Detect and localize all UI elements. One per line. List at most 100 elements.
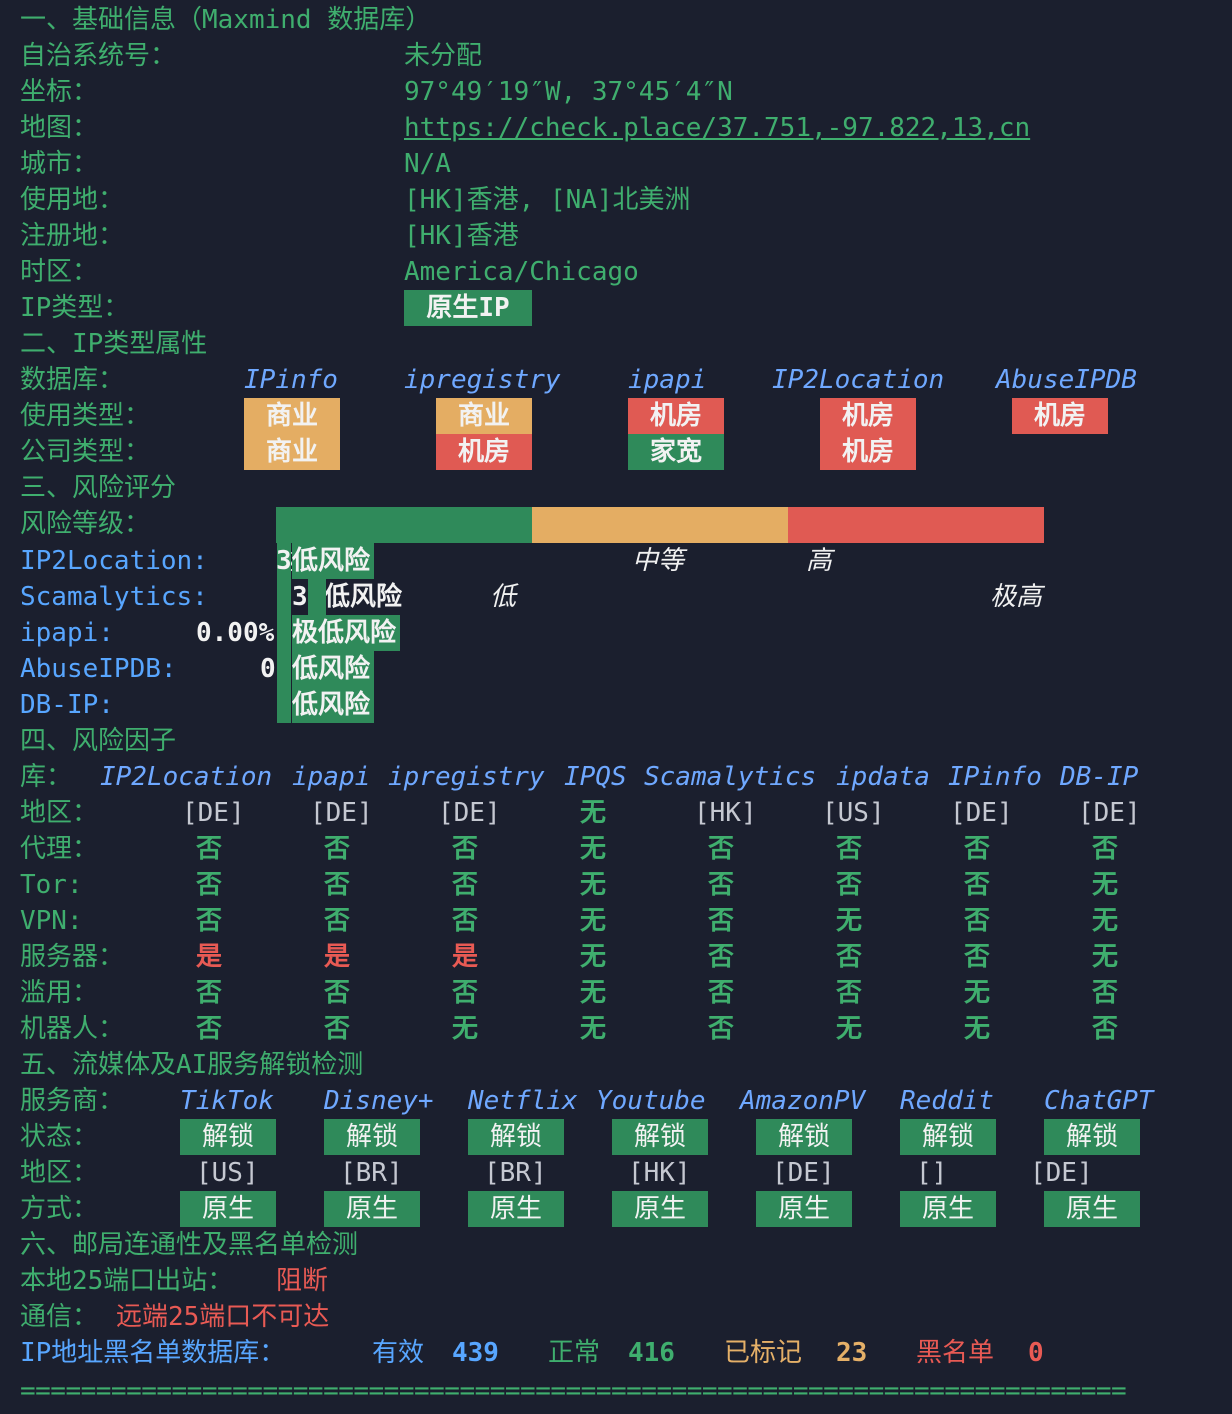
usage-badge: 机房 bbox=[628, 398, 724, 434]
factor-cell: [DE] bbox=[950, 798, 1013, 828]
mode-badge: 原生 bbox=[612, 1191, 708, 1227]
factor-cell: 无 bbox=[580, 906, 607, 936]
communication-label: 通信： bbox=[20, 1302, 99, 1332]
factor-cell: 否 bbox=[708, 978, 735, 1008]
risk-scale-very-high-text: 极高 bbox=[989, 582, 1042, 612]
factor-cell: 否 bbox=[1092, 834, 1119, 864]
stream-region: [BR] bbox=[484, 1158, 547, 1188]
risk-indicator bbox=[277, 579, 291, 615]
marked-count: 23 bbox=[836, 1338, 868, 1368]
mode-badge: 原生 bbox=[324, 1191, 420, 1227]
provider-name: Netflix bbox=[468, 1086, 578, 1116]
marked-label: 已标记 bbox=[724, 1338, 803, 1368]
factor-cell: 无 bbox=[580, 834, 607, 864]
factor-cell: 无 bbox=[452, 1014, 479, 1044]
factor-cell: 否 bbox=[708, 1014, 735, 1044]
risk-level-label: 风险等级： bbox=[20, 509, 151, 539]
library-label: 库： bbox=[20, 762, 73, 792]
risk-scale-low-text: 低 bbox=[489, 582, 516, 612]
factor-proxy-label: 代理： bbox=[20, 834, 99, 864]
mode-badge: 原生 bbox=[1044, 1191, 1140, 1227]
factor-cell: 无 bbox=[1092, 870, 1119, 900]
factor-cell: 否 bbox=[708, 942, 735, 972]
provider-name: AmazonPV bbox=[740, 1086, 866, 1116]
stream-region-label: 地区： bbox=[20, 1158, 99, 1188]
factor-cell: 否 bbox=[964, 834, 991, 864]
map-label: 地图： bbox=[20, 113, 99, 143]
risk-row-label: DB-IP: bbox=[20, 690, 114, 720]
timezone-label: 时区： bbox=[20, 257, 99, 287]
factor-cell: 是 bbox=[324, 942, 351, 972]
risk-row-label: AbuseIPDB: bbox=[20, 654, 177, 684]
factor-cell: [HK] bbox=[694, 798, 757, 828]
risk-text: 低风险 bbox=[292, 543, 375, 579]
risk-scale-high-text: 高 bbox=[806, 546, 833, 576]
factor-cell: 否 bbox=[836, 834, 863, 864]
normal-count: 416 bbox=[628, 1338, 675, 1368]
factor-cell: 无 bbox=[964, 978, 991, 1008]
mode-badge: 原生 bbox=[468, 1191, 564, 1227]
lib-name: ipapi bbox=[292, 762, 371, 792]
risk-indicator bbox=[277, 615, 291, 651]
db-name-ipapi: ipapi bbox=[628, 365, 707, 395]
company-badge: 机房 bbox=[436, 434, 532, 470]
section-3-title: 三、风险评分 bbox=[20, 473, 177, 503]
separator-line: ========================================… bbox=[20, 1376, 1127, 1406]
usage-type-label: 使用类型： bbox=[20, 401, 151, 431]
lib-name: Scamalytics bbox=[644, 762, 817, 792]
factor-cell: 否 bbox=[324, 1014, 351, 1044]
factor-cell: 否 bbox=[324, 906, 351, 936]
status-badge: 解锁 bbox=[180, 1119, 276, 1155]
factor-cell: 否 bbox=[324, 834, 351, 864]
db-name-ipinfo: IPinfo bbox=[244, 365, 338, 395]
db-name-abuseipdb: AbuseIPDB bbox=[996, 365, 1137, 395]
factor-cell: [DE] bbox=[438, 798, 501, 828]
risk-score: 3 bbox=[276, 546, 292, 576]
ip-type-label: IP类型： bbox=[20, 293, 130, 323]
map-link[interactable]: https://check.place/37.751,-97.822,13,cn bbox=[404, 113, 1031, 143]
company-badge: 家宽 bbox=[628, 434, 724, 470]
section-1-title: 一、基础信息（Maxmind 数据库） bbox=[20, 5, 432, 35]
provider-name: ChatGPT bbox=[1044, 1086, 1154, 1116]
factor-cell: 无 bbox=[580, 870, 607, 900]
provider-name: Disney+ bbox=[324, 1086, 434, 1116]
city-value: N/A bbox=[404, 149, 451, 179]
company-badge: 机房 bbox=[820, 434, 916, 470]
factor-cell: 否 bbox=[196, 834, 223, 864]
risk-text: 低风险 bbox=[292, 687, 375, 723]
usage-badge: 商业 bbox=[436, 398, 532, 434]
factor-cell: 否 bbox=[324, 870, 351, 900]
blacklist-count: 0 bbox=[1028, 1338, 1044, 1368]
use-location-label: 使用地： bbox=[20, 185, 125, 215]
factor-cell: 否 bbox=[452, 834, 479, 864]
mode-label: 方式： bbox=[20, 1194, 99, 1224]
factor-cell: 无 bbox=[580, 1014, 607, 1044]
lib-name: ipregistry bbox=[388, 762, 545, 792]
factor-cell: 否 bbox=[324, 978, 351, 1008]
database-label: 数据库： bbox=[20, 365, 125, 395]
city-label: 城市： bbox=[20, 149, 99, 179]
risk-indicator bbox=[277, 651, 291, 687]
mode-badge: 原生 bbox=[180, 1191, 276, 1227]
factor-vpn-label: VPN: bbox=[20, 906, 83, 936]
asn-value: 未分配 bbox=[404, 41, 483, 71]
section-2-title: 二、IP类型属性 bbox=[20, 329, 208, 359]
usage-badge: 机房 bbox=[820, 398, 916, 434]
factor-server-label: 服务器： bbox=[20, 942, 125, 972]
usage-badge: 商业 bbox=[244, 398, 340, 434]
stream-region: [BR] bbox=[340, 1158, 403, 1188]
factor-cell: 是 bbox=[452, 942, 479, 972]
company-type-label: 公司类型： bbox=[20, 437, 151, 467]
registered-location-label: 注册地： bbox=[20, 221, 125, 251]
factor-cell: 否 bbox=[1092, 978, 1119, 1008]
status-badge: 解锁 bbox=[900, 1119, 996, 1155]
factor-cell: 无 bbox=[964, 1014, 991, 1044]
risk-text: 极低风险 bbox=[292, 615, 401, 651]
factor-cell: 否 bbox=[708, 906, 735, 936]
company-badge: 商业 bbox=[244, 434, 340, 470]
mode-badge: 原生 bbox=[756, 1191, 852, 1227]
risk-score: 0 bbox=[260, 654, 276, 684]
risk-row-label: Scamalytics: bbox=[20, 582, 208, 612]
factor-cell: 无 bbox=[836, 1014, 863, 1044]
communication-value: 远端25端口不可达 bbox=[116, 1302, 330, 1332]
